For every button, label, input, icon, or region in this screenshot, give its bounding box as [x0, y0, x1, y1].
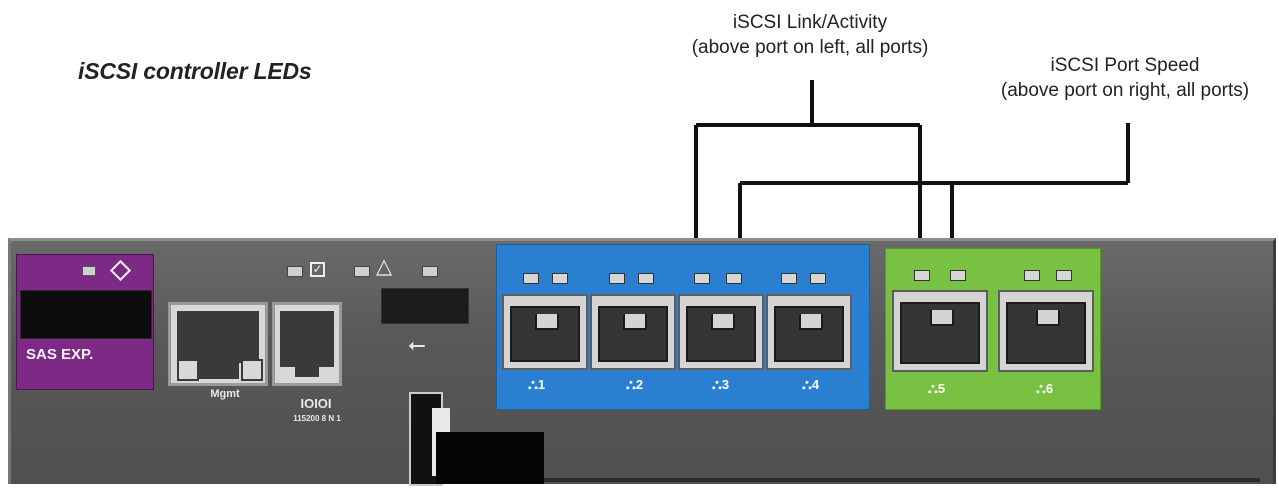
- port-1-label: ⛬1: [528, 376, 545, 393]
- network-icon: ⛬: [1036, 380, 1046, 396]
- callout-port-speed-line1: iSCSI Port Speed: [1050, 55, 1200, 76]
- callout-link-activity-line1: iSCSI Link/Activity: [732, 12, 888, 33]
- chassis-bottom-edge: [540, 478, 1260, 482]
- status-led-2: [354, 266, 370, 277]
- port-2-label: ⛬2: [626, 376, 643, 393]
- port-6-speed-led: [1056, 270, 1072, 281]
- check-icon: ✓: [310, 262, 325, 277]
- cable-body: [436, 432, 544, 484]
- status-led-1: [287, 266, 303, 277]
- serial-label: IOIOI: [300, 396, 332, 411]
- port-3-number: 3: [721, 377, 730, 392]
- network-icon: ⛬: [928, 380, 938, 396]
- port-3-speed-led: [726, 273, 742, 284]
- callout-link-activity: iSCSI Link/Activity (above port on left,…: [640, 10, 980, 60]
- port-2-number: 2: [635, 377, 644, 392]
- port-1-speed-led: [552, 273, 568, 284]
- network-icon: ⛬: [712, 376, 722, 392]
- port-2-link-led: [609, 273, 625, 284]
- port-2-speed-led: [638, 273, 654, 284]
- port-6-link-led: [1024, 270, 1040, 281]
- network-icon: ⛬: [802, 376, 812, 392]
- port-1-number: 1: [537, 377, 546, 392]
- port-4-link-led: [781, 273, 797, 284]
- port-3-link-led: [694, 273, 710, 284]
- callout-port-speed: iSCSI Port Speed (above port on right, a…: [955, 53, 1279, 103]
- port-4-speed-led: [810, 273, 826, 284]
- usb-port[interactable]: [381, 288, 469, 324]
- port-5-link-led: [914, 270, 930, 281]
- callout-link-activity-line2: (above port on left, all ports): [691, 37, 929, 58]
- iscsi-port-3[interactable]: [678, 294, 764, 370]
- port-6-label: ⛬6: [1036, 380, 1053, 397]
- port-speed-leader: [736, 123, 1130, 258]
- port-5-speed-led: [950, 270, 966, 281]
- status-led-3: [422, 266, 438, 277]
- port-4-label: ⛬4: [802, 376, 819, 393]
- callout-port-speed-line2: (above port on right, all ports): [1000, 80, 1250, 101]
- port-1-link-led: [523, 273, 539, 284]
- network-icon: ⛬: [528, 376, 538, 392]
- port-5-label: ⛬5: [928, 380, 945, 397]
- page-title: iSCSI controller LEDs: [78, 58, 312, 84]
- port-4-number: 4: [811, 377, 820, 392]
- iscsi-port-1[interactable]: [502, 294, 588, 370]
- mgmt-label: Mgmt: [210, 388, 240, 400]
- serial-console-port[interactable]: [272, 302, 342, 386]
- iscsi-port-4[interactable]: [766, 294, 852, 370]
- sas-status-led: [82, 266, 96, 276]
- port-6-number: 6: [1045, 381, 1054, 396]
- iscsi-port-5[interactable]: [892, 290, 988, 372]
- usb-icon: ⭠: [408, 332, 426, 357]
- mgmt-ethernet-port[interactable]: [168, 302, 268, 386]
- warning-icon: △: [376, 255, 393, 278]
- port-5-number: 5: [937, 381, 946, 396]
- serial-baud-label: 115200 8 N 1: [293, 414, 341, 423]
- sas-label: SAS EXP.: [26, 346, 94, 363]
- iscsi-port-6[interactable]: [998, 290, 1094, 372]
- iscsi-port-2[interactable]: [590, 294, 676, 370]
- link-activity-leader: [692, 80, 936, 258]
- port-3-label: ⛬3: [712, 376, 729, 393]
- sas-expansion-port[interactable]: [20, 290, 152, 339]
- network-icon: ⛬: [626, 376, 636, 392]
